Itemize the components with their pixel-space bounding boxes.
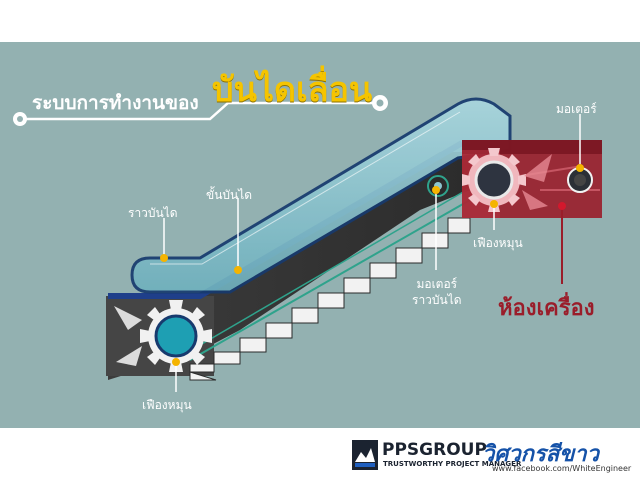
gear-icon bbox=[462, 148, 552, 212]
label-handrail-motor: มอเตอร์ ราวบันได bbox=[412, 276, 462, 308]
pps-group-name: PPSGROUP bbox=[382, 440, 487, 460]
callouts bbox=[163, 114, 581, 392]
callout-dots bbox=[160, 164, 584, 366]
label-steps: ขั้นบันได bbox=[206, 188, 253, 202]
white-engineer-logo: วิศวกรสีขาว bbox=[482, 442, 599, 467]
label-handrail: ราวบันได bbox=[128, 206, 178, 220]
pps-logo-icon bbox=[352, 440, 378, 470]
title-prefix: ระบบการทำงานของ bbox=[32, 92, 199, 114]
handrail-balustrade bbox=[130, 97, 512, 294]
label-motor: มอเตอร์ bbox=[556, 102, 597, 116]
motor-icon bbox=[567, 167, 593, 193]
page-title: บันไดเลื่อน bbox=[212, 70, 373, 110]
label-gear-top: เฟืองหมุน bbox=[473, 236, 523, 250]
label-handrail-motor-line1: มอเตอร์ bbox=[416, 277, 458, 291]
machine-room-dot bbox=[558, 202, 566, 210]
label-handrail-motor-line2: ราวบันได bbox=[412, 293, 462, 307]
pps-group-tagline: TRUSTWORTHY PROJECT MANAGER bbox=[383, 460, 522, 468]
gear-icon bbox=[114, 300, 212, 372]
label-gear-bottom: เฟืองหมุน bbox=[142, 398, 192, 412]
label-machine-room: ห้องเครื่อง bbox=[498, 296, 595, 321]
white-engineer-url: www.facebook.com/WhiteEngineer bbox=[492, 464, 632, 473]
title-connector bbox=[13, 95, 388, 126]
escalator-steps bbox=[189, 217, 471, 381]
